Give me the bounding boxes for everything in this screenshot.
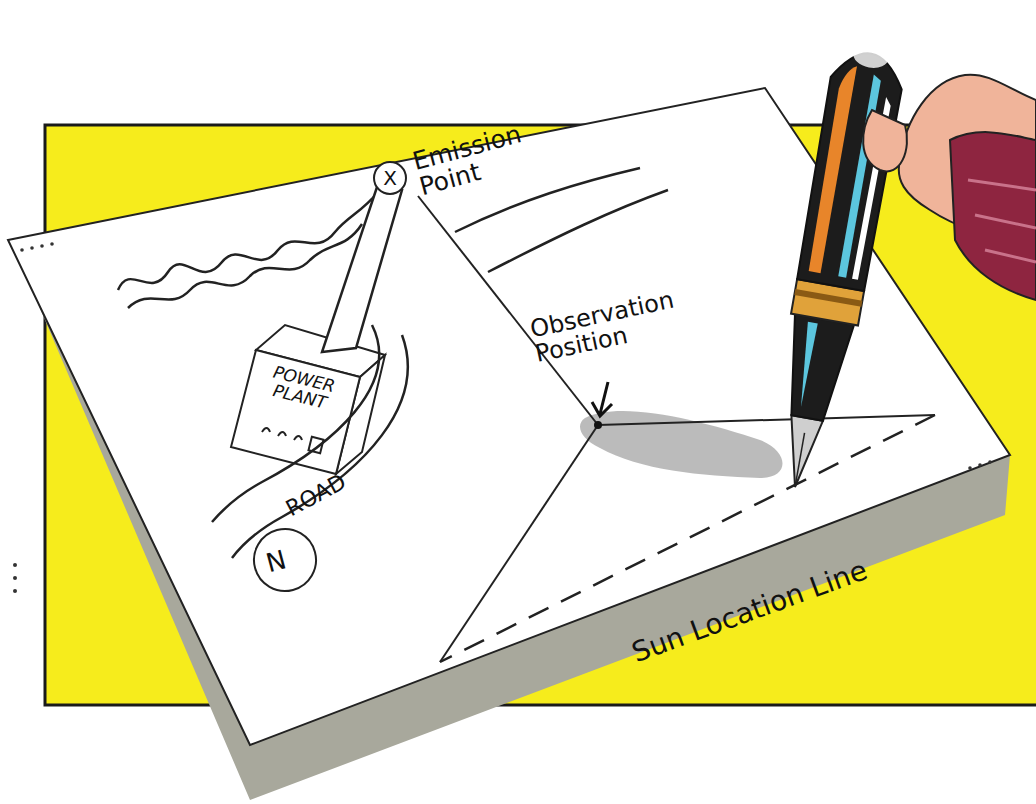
- node-letter: X: [383, 168, 397, 189]
- smoke-plume: [118, 192, 378, 290]
- pen-band: [794, 289, 862, 307]
- dot: [30, 246, 34, 250]
- node-letter: N: [263, 547, 289, 578]
- pointer-arrow: [592, 382, 612, 416]
- sleeve: [950, 132, 1036, 300]
- plant-front: [231, 350, 360, 474]
- pen-highlight: [793, 322, 818, 407]
- pen-grip: [778, 314, 854, 423]
- pen-nib: [779, 415, 823, 489]
- nib-slit: [796, 433, 805, 483]
- dot: [13, 589, 17, 593]
- dot: [978, 463, 982, 467]
- dot: [13, 576, 17, 580]
- dot: [50, 242, 54, 246]
- pen-cap: [795, 47, 907, 291]
- finger: [863, 110, 907, 171]
- road-edge: [488, 190, 668, 272]
- sight-line: [440, 425, 598, 662]
- sleeve-stripe: [968, 180, 1036, 262]
- road-edge: [232, 335, 408, 558]
- dot: [13, 563, 17, 567]
- smoke-plume: [128, 224, 362, 308]
- sight-line: [598, 415, 935, 425]
- dot: [40, 244, 44, 248]
- fountain-pen: [760, 38, 909, 494]
- road-edge: [212, 325, 379, 522]
- smoke-stack: [322, 184, 402, 352]
- pen-highlight: [851, 41, 891, 71]
- observation-dot: [594, 421, 602, 429]
- dot: [968, 466, 972, 470]
- plant-window: [262, 428, 302, 440]
- emission-point-circle: X: [373, 161, 407, 195]
- dot: [20, 248, 24, 252]
- dot: [988, 460, 992, 464]
